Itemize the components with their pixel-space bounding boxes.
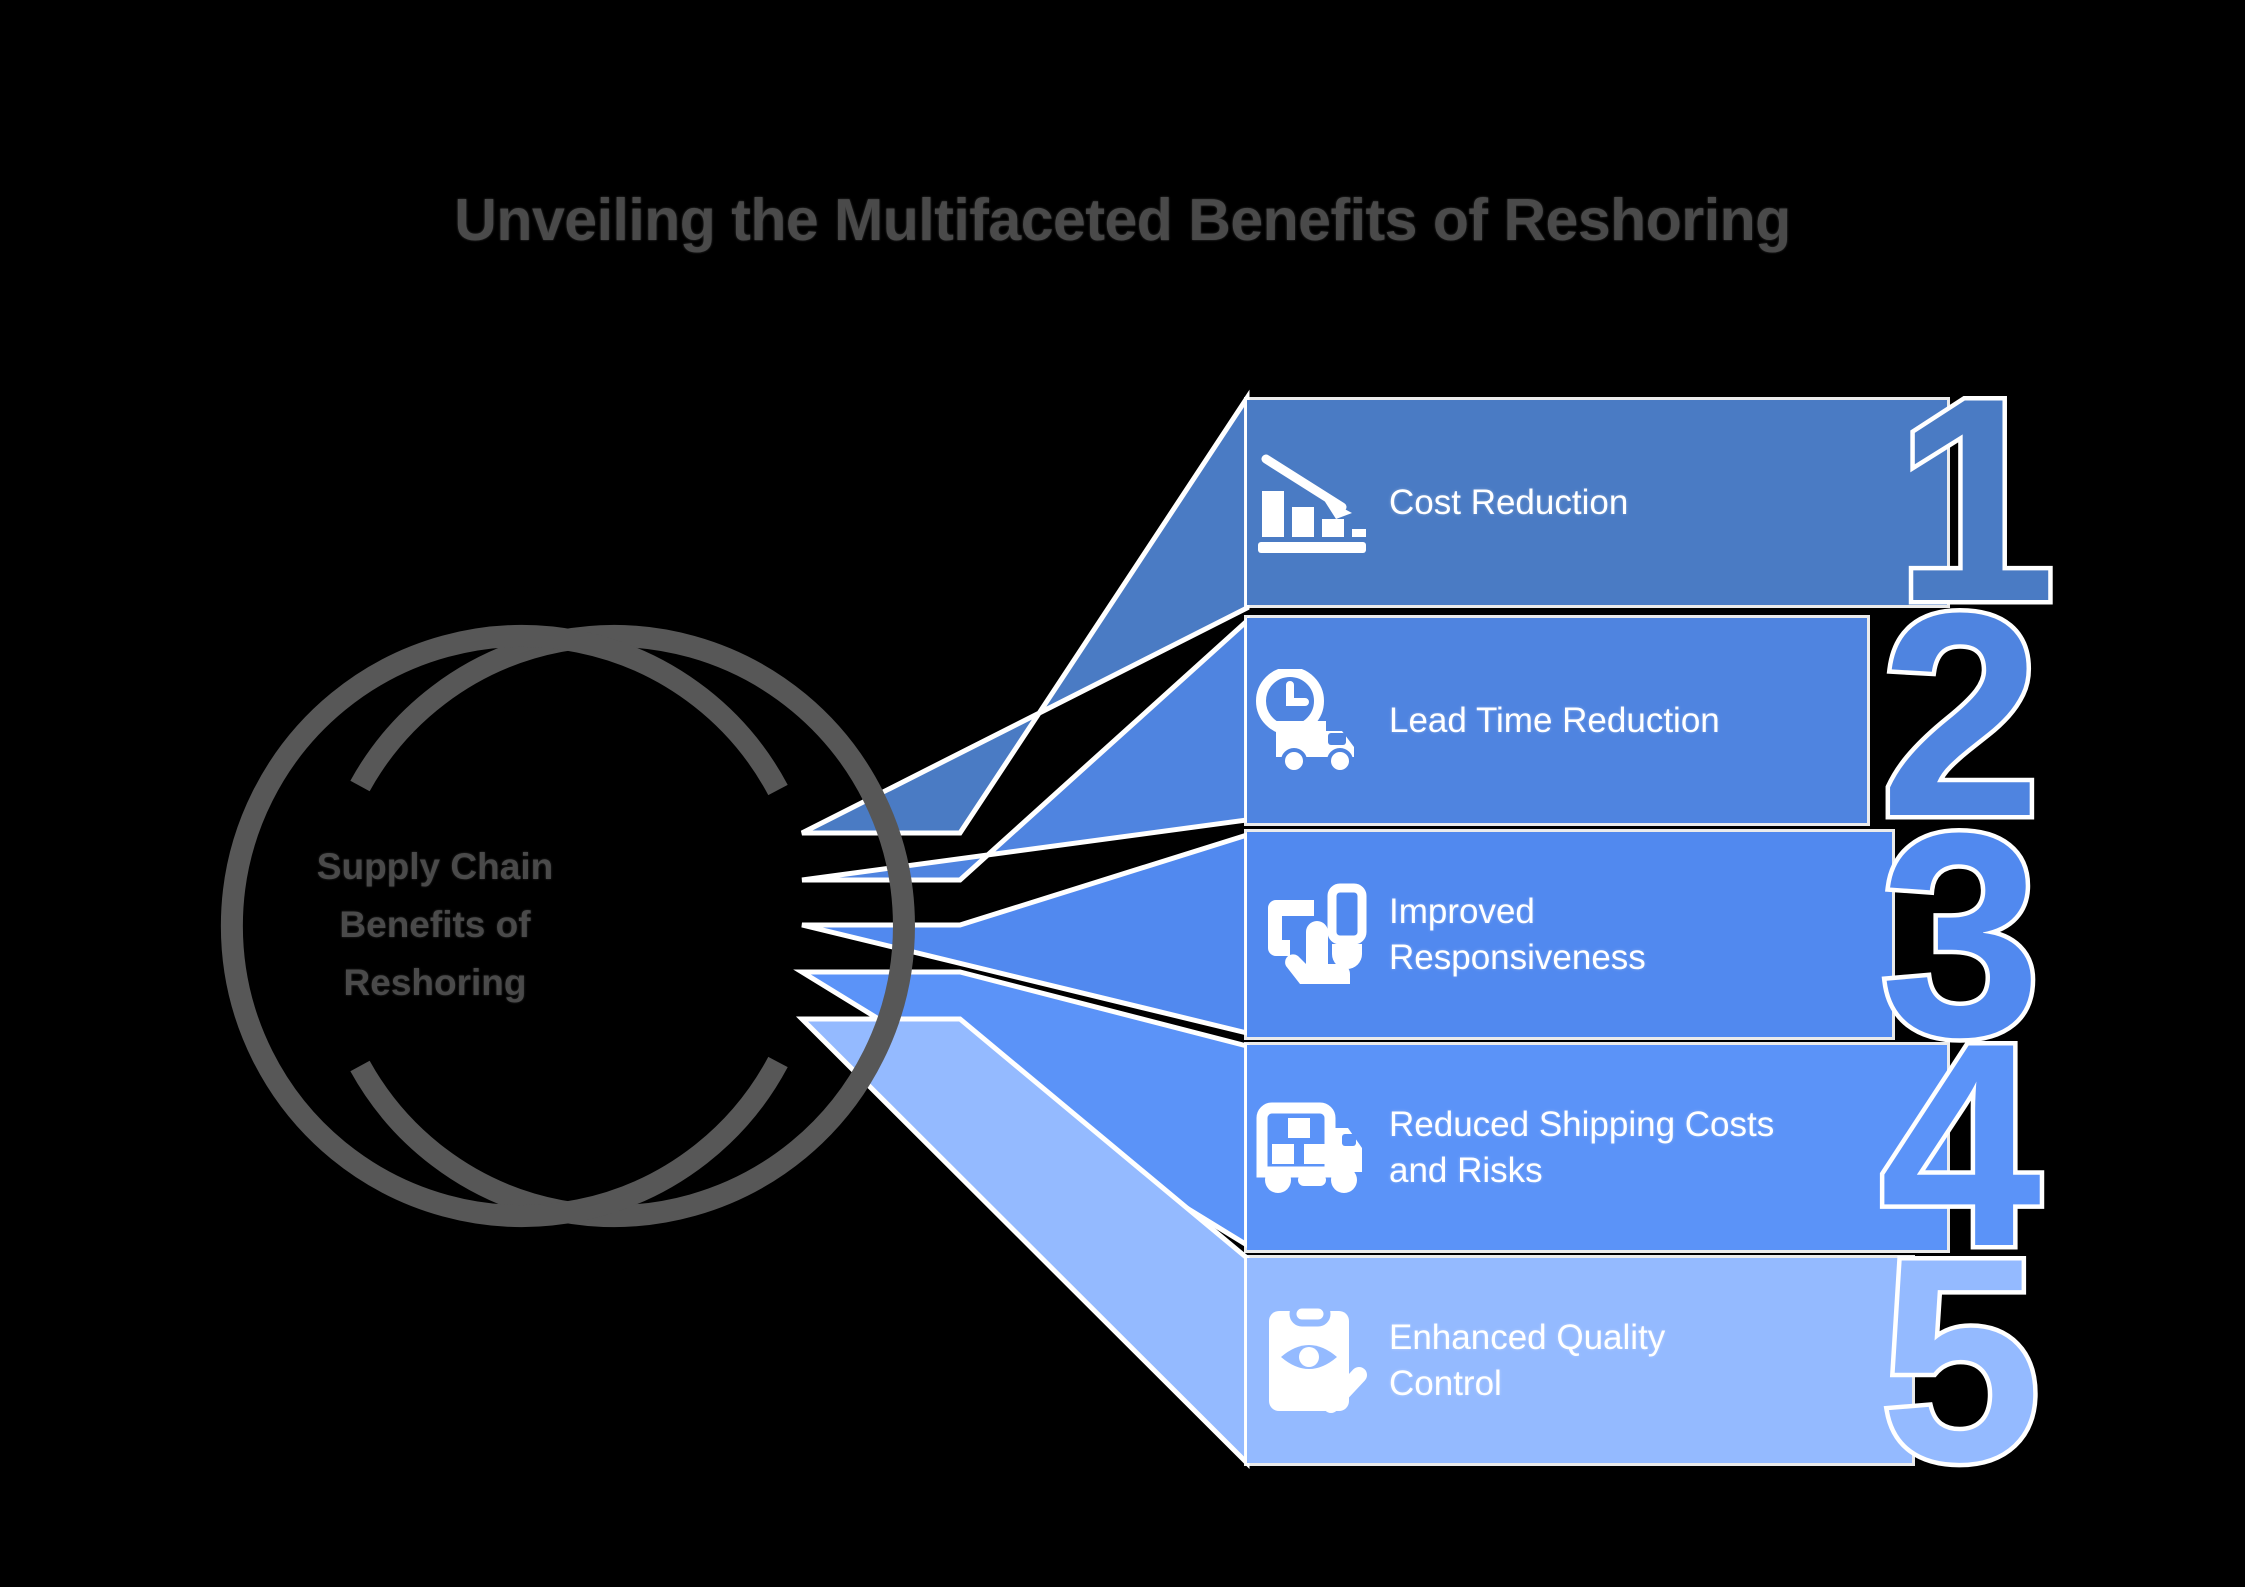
hub-label-line-1: Supply Chain xyxy=(316,846,554,887)
page-title: Unveiling the Multifaceted Benefits of R… xyxy=(454,187,1791,253)
declining-bar-chart-icon xyxy=(1247,449,1377,557)
benefit-number-5: 5 xyxy=(1875,1198,2045,1522)
benefit-number-3: 3 xyxy=(1875,773,2045,1097)
hub-label-line-3: Reshoring xyxy=(343,962,527,1003)
benefit-label-3: Improved Responsiveness xyxy=(1389,891,1646,977)
clock-truck-icon xyxy=(1247,668,1377,773)
benefit-bar-4[interactable]: Reduced Shipping Costs and Risks xyxy=(1247,1045,1947,1250)
connector-wedge-1 xyxy=(800,389,1250,836)
benefit-label-2: Lead Time Reduction xyxy=(1389,700,1720,740)
clipboard-quality-check-icon xyxy=(1247,1304,1377,1417)
benefit-number-1: 1 xyxy=(1890,338,2060,662)
touch-device-icon xyxy=(1247,880,1377,990)
cargo-truck-icon xyxy=(1247,1098,1377,1198)
hub-label-line-2: Benefits of xyxy=(339,904,531,945)
benefit-number-4: 4 xyxy=(1875,983,2045,1307)
connector-wedge-2 xyxy=(801,615,1250,883)
benefit-label-1: Cost Reduction xyxy=(1389,482,1629,522)
hub-label: Supply Chain Benefits of Reshoring xyxy=(205,838,665,1012)
benefit-bar-5[interactable]: Enhanced Quality Control xyxy=(1247,1258,1912,1463)
benefit-bar-3[interactable]: Improved Responsiveness xyxy=(1247,832,1892,1037)
benefit-bar-1[interactable]: Cost Reduction xyxy=(1247,400,1947,605)
benefit-label-4: Reduced Shipping Costs and Risks xyxy=(1389,1104,1775,1190)
benefit-bar-2[interactable]: Lead Time Reduction xyxy=(1247,618,1867,823)
benefit-label-5: Enhanced Quality Control xyxy=(1389,1317,1666,1403)
benefit-number-2: 2 xyxy=(1875,553,2045,877)
